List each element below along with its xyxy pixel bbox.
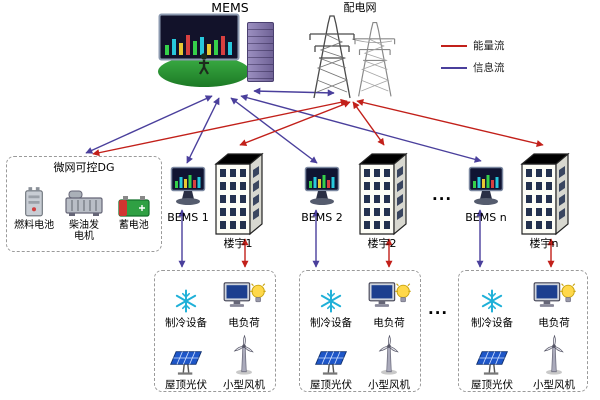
legend-info-line <box>441 66 467 69</box>
bems-n-label: BEMS n <box>465 211 507 224</box>
bems-2-label: BEMS 2 <box>301 211 343 224</box>
rooftop-pv-label: 屋顶光伏 <box>471 379 513 391</box>
wind-turbine-label: 小型风机 <box>533 379 575 391</box>
cooling-label: 制冷设备 <box>165 317 207 329</box>
wind-turbine-icon <box>374 334 404 376</box>
building-n-label: 楼宇n <box>529 237 559 250</box>
snowflake-icon <box>318 288 344 314</box>
building-1-label: 楼宇1 <box>223 237 253 250</box>
rooftop-pv-label: 屋顶光伏 <box>165 379 207 391</box>
electric-load-label: 电负荷 <box>373 317 405 329</box>
load-box-1: 制冷设备 电负荷 屋顶光伏 小型风机 <box>154 270 276 392</box>
server-tower-icon <box>247 22 274 82</box>
storage-battery-label: 蓄电池 <box>118 220 149 231</box>
cluster-ellipsis: ... <box>432 186 453 204</box>
monitor-bulb-icon <box>221 280 267 314</box>
monitor-bulb-icon <box>366 280 412 314</box>
solar-panel-icon <box>169 349 203 376</box>
snowflake-icon <box>173 288 199 314</box>
diesel-generator-icon <box>64 188 104 218</box>
legend: 能量流 信息流 <box>441 38 505 82</box>
fuel-cell-label: 燃料电池 <box>14 220 55 231</box>
solar-panel-icon <box>475 349 509 376</box>
operator-figure-icon <box>196 52 212 76</box>
legend-info-label: 信息流 <box>473 62 505 74</box>
storage-battery-icon <box>117 194 151 218</box>
legend-energy-label: 能量流 <box>473 40 505 52</box>
dg-box: 微网可控DG 燃料电池 柴油发电机 蓄电池 <box>6 156 162 252</box>
bems-1-label: BEMS 1 <box>167 211 209 224</box>
legend-energy-line <box>441 44 467 47</box>
fuel-cell-icon <box>22 184 46 218</box>
grid-label: 配电网 <box>343 1 377 14</box>
wind-turbine-icon <box>539 334 569 376</box>
building-n-icon <box>516 148 572 236</box>
snowflake-icon <box>479 288 505 314</box>
load-box-2: 制冷设备 电负荷 屋顶光伏 小型风机 <box>299 270 421 392</box>
load-box-n: 制冷设备 电负荷 屋顶光伏 小型风机 <box>458 270 588 392</box>
bems-n-monitor-icon <box>468 166 504 206</box>
wind-turbine-label: 小型风机 <box>368 379 410 391</box>
rooftop-pv-label: 屋顶光伏 <box>310 379 352 391</box>
energy-flow-arrows <box>92 98 555 268</box>
electric-load-label: 电负荷 <box>228 317 260 329</box>
building-2-icon <box>354 148 410 236</box>
cooling-label: 制冷设备 <box>471 317 513 329</box>
solar-panel-icon <box>314 349 348 376</box>
wind-turbine-icon <box>229 334 259 376</box>
load-ellipsis: ... <box>428 300 449 318</box>
wind-turbine-label: 小型风机 <box>223 379 265 391</box>
bems-2-monitor-icon <box>304 166 340 206</box>
building-1-icon <box>210 148 266 236</box>
bems-1-monitor-icon <box>170 166 206 206</box>
cooling-label: 制冷设备 <box>310 317 352 329</box>
diesel-generator-label: 柴油发电机 <box>68 220 99 242</box>
transmission-towers-icon <box>309 15 396 99</box>
monitor-bulb-icon <box>531 280 577 314</box>
mems-label: MEMS <box>211 0 249 15</box>
dg-title: 微网可控DG <box>53 161 115 174</box>
electric-load-label: 电负荷 <box>538 317 570 329</box>
building-2-label: 楼宇2 <box>367 237 397 250</box>
